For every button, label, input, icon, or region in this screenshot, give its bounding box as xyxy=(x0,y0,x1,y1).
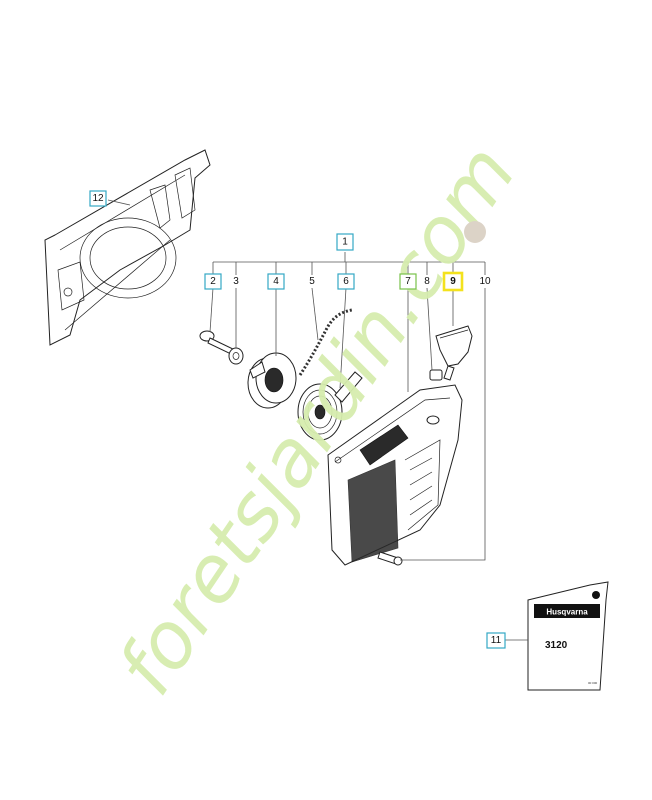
svg-text:10: 10 xyxy=(479,276,491,287)
decal-model: 3120 xyxy=(545,640,568,651)
callout-1[interactable]: 1 xyxy=(336,233,354,251)
part-3-washer[interactable] xyxy=(228,347,244,365)
svg-text:4: 4 xyxy=(273,276,279,287)
callout-4[interactable]: 4 xyxy=(267,273,285,290)
callout-12[interactable]: 12 xyxy=(89,190,107,207)
svg-text:5: 5 xyxy=(309,276,315,287)
svg-text:9: 9 xyxy=(450,276,456,287)
watermark-dot xyxy=(464,221,486,243)
callout-7[interactable]: 7 xyxy=(399,273,417,290)
callout-2[interactable]: 2 xyxy=(204,273,222,290)
part-6-recoil-spring[interactable] xyxy=(297,371,363,441)
part-4-pulley[interactable] xyxy=(247,352,297,409)
svg-text:1: 1 xyxy=(342,237,348,248)
part-5-rope[interactable] xyxy=(298,308,353,376)
svg-text:2: 2 xyxy=(210,276,216,287)
leader-lines xyxy=(107,199,528,641)
svg-text:12: 12 xyxy=(92,193,104,204)
callout-5[interactable]: 5 xyxy=(309,276,315,287)
part-11-decal[interactable]: Husqvarna 3120 00 000 xyxy=(527,581,609,691)
part-12-side-cover[interactable] xyxy=(44,149,211,346)
callout-6[interactable]: 6 xyxy=(337,273,355,290)
svg-text:8: 8 xyxy=(424,276,430,287)
callout-8[interactable]: 8 xyxy=(424,276,430,287)
callout-9-highlighted[interactable]: 9 xyxy=(442,271,464,292)
callout-3[interactable]: 3 xyxy=(233,276,239,287)
decal-brand: Husqvarna xyxy=(546,608,588,617)
part-9-starter-handle[interactable] xyxy=(429,325,473,381)
housing-screw[interactable] xyxy=(377,551,403,566)
svg-text:3: 3 xyxy=(233,276,239,287)
callout-11[interactable]: 11 xyxy=(486,632,506,649)
decal-code: 00 000 xyxy=(588,681,598,685)
svg-text:11: 11 xyxy=(491,635,502,646)
svg-text:7: 7 xyxy=(405,276,411,287)
part-1-starter-housing[interactable] xyxy=(327,384,463,566)
svg-text:6: 6 xyxy=(343,276,349,287)
callout-10[interactable]: 10 xyxy=(479,276,491,287)
